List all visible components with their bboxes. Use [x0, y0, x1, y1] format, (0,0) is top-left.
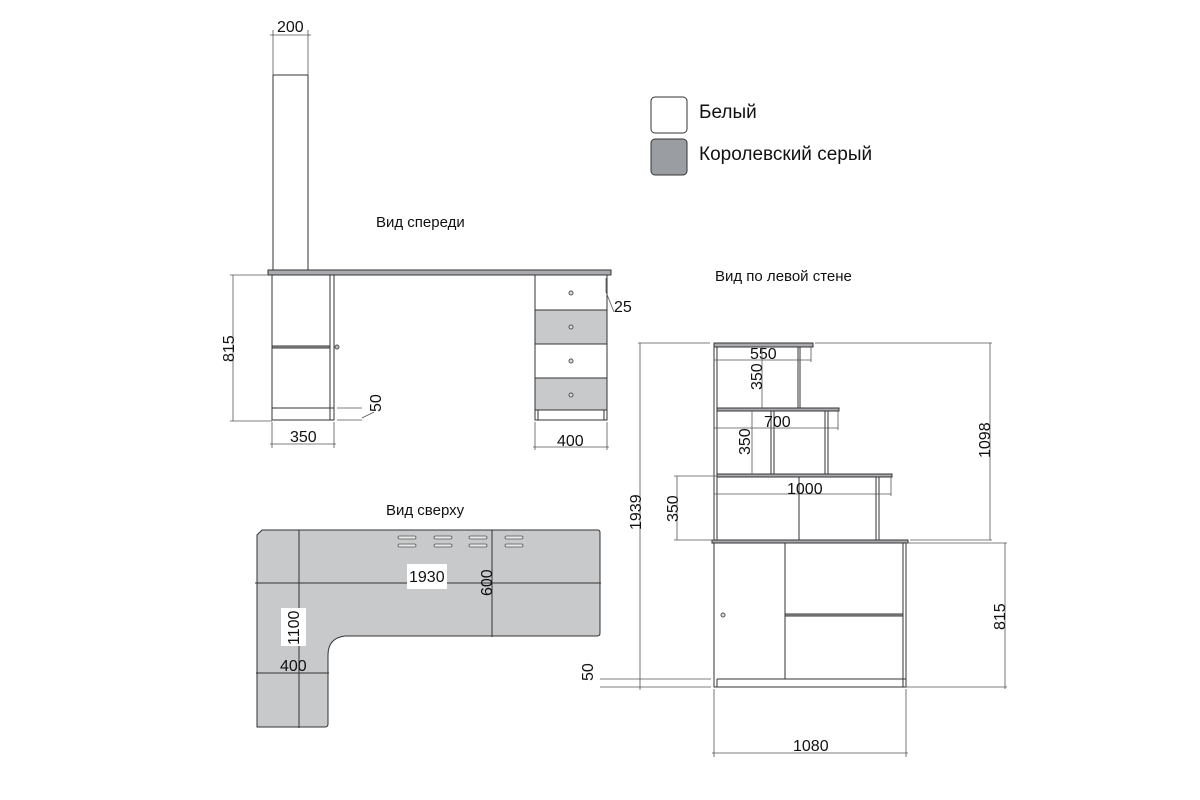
- l-shaped-desktop: [256, 529, 601, 728]
- dim-gap-top: 350: [749, 363, 766, 390]
- door-knob-icon: [334, 344, 340, 350]
- dim-side-width: 400: [280, 658, 307, 675]
- front-view: Вид спереди 200 815 50 350 25 400: [221, 19, 632, 450]
- wall-column: [272, 74, 309, 271]
- door-knob-icon: [720, 612, 726, 618]
- dim-left-width: 350: [290, 429, 317, 446]
- dim-depth: 600: [479, 569, 496, 596]
- dim-shelf-top: 550: [750, 346, 777, 363]
- legend-swatch-white: [650, 96, 688, 134]
- dim-total-height: 1939: [628, 494, 645, 530]
- dim-gap-mid: 350: [737, 428, 754, 455]
- top-view-title: Вид сверху: [386, 502, 465, 519]
- dim-plinth: 50: [368, 394, 385, 412]
- dim-side-length: 1100: [286, 610, 303, 645]
- shelf-top: [713, 342, 814, 348]
- dim-height: 815: [221, 335, 238, 362]
- dim-right-width: 400: [557, 433, 584, 450]
- legend-label-white: Белый: [699, 102, 757, 123]
- dim-overhang: 25: [614, 299, 632, 316]
- top-view: Вид сверху 1930 600 1100 400: [255, 502, 601, 728]
- dim-column-width: 200: [277, 19, 304, 36]
- desktop-board: [267, 269, 612, 276]
- left-wall-view-title: Вид по левой стене: [715, 268, 852, 285]
- legend-swatch-gray: [650, 138, 688, 176]
- dim-shelf-mid: 700: [764, 414, 791, 431]
- left-wall-view: Вид по левой стене 550 350 700 350 1000 …: [580, 268, 1009, 757]
- front-view-title: Вид спереди: [376, 214, 465, 231]
- dim-shelf-low: 1000: [787, 481, 823, 498]
- dim-shelf-height: 1098: [977, 422, 994, 458]
- dim-gap-low: 350: [665, 495, 682, 522]
- dim-base-height: 815: [992, 603, 1009, 630]
- legend-label-gray: Королевский серый: [699, 144, 872, 165]
- shelf-mid: [716, 407, 840, 412]
- dim-length: 1930: [409, 569, 445, 586]
- cable-slots: [397, 535, 524, 548]
- dim-width: 1080: [793, 738, 829, 755]
- legend: Белый Королевский серый: [650, 96, 872, 176]
- dim-plinth-side: 50: [580, 663, 597, 681]
- shelf-low: [716, 473, 893, 478]
